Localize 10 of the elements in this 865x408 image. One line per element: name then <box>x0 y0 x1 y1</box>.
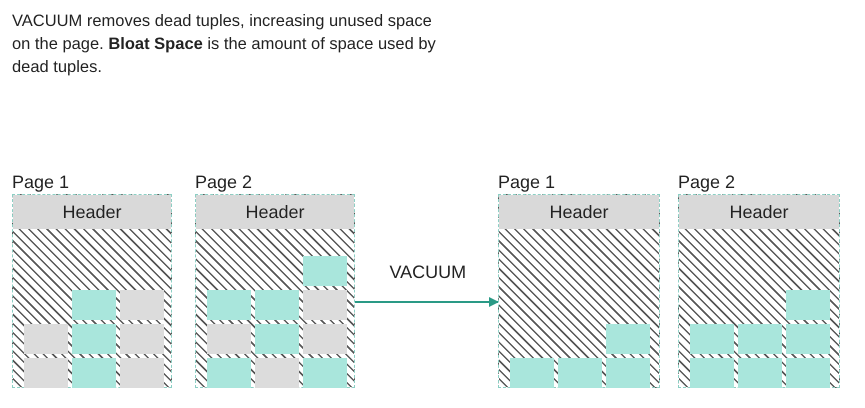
arrow <box>355 297 499 307</box>
header-band: Header <box>196 195 354 229</box>
header-band: Header <box>13 195 171 229</box>
page-label: Page 2 <box>678 172 736 193</box>
header-band: Header <box>499 195 659 229</box>
description-text: VACUUM removes dead tuples, increasing unused space on the page. Bloat Space is the amount of space used by dead tuples. <box>12 11 437 78</box>
page-label: Page 1 <box>12 172 70 193</box>
header-band: Header <box>679 195 839 229</box>
page-label: Page 2 <box>195 172 252 193</box>
page-label: Page 1 <box>498 172 556 193</box>
